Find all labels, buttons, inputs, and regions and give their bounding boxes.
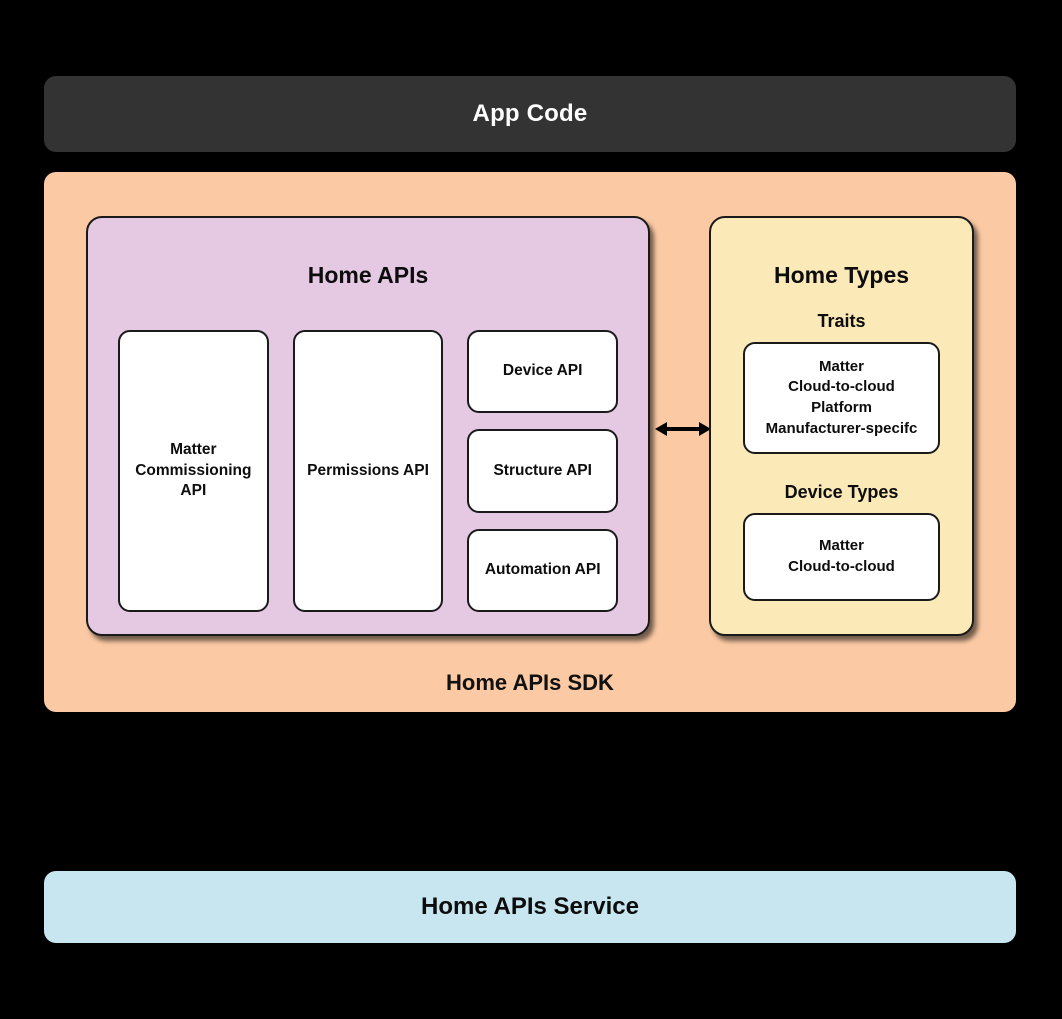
device-structure-automation-column: Device API Structure API Automation API <box>467 330 619 612</box>
card-automation-api[interactable]: Automation API <box>467 528 619 612</box>
card-device-api[interactable]: Device API <box>467 330 619 414</box>
home-apis-panel: Home APIs Matter Commissioning API Permi… <box>86 216 650 636</box>
device-types-heading: Device Types <box>784 482 899 502</box>
card-structure-api[interactable]: Structure API <box>467 429 619 513</box>
home-apis-card-row: Matter Commissioning API Permissions API… <box>118 330 619 612</box>
card-matter-commissioning-api[interactable]: Matter Commissioning API <box>118 330 269 612</box>
bidirectional-arrow-icon <box>655 422 711 436</box>
matter-commissioning-column: Matter Commissioning API <box>118 330 269 612</box>
app-code-label: App Code <box>472 100 588 127</box>
permissions-column: Permissions API <box>292 330 444 612</box>
home-apis-title: Home APIs <box>307 262 429 288</box>
app-code-layer: App Code <box>44 76 1016 152</box>
home-apis-sdk-panel: Home APIs Matter Commissioning API Permi… <box>44 172 1016 712</box>
traits-heading: Traits <box>817 311 866 331</box>
home-apis-service-layer: Home APIs Service <box>44 871 1016 943</box>
home-types-panel: Home Types Traits Matter Cloud-to-cloud … <box>709 216 974 636</box>
card-traits-list[interactable]: Matter Cloud-to-cloud Platform Manufactu… <box>743 342 940 454</box>
home-apis-sdk-label: Home APIs SDK <box>446 670 614 695</box>
card-device-types-list[interactable]: Matter Cloud-to-cloud <box>743 513 940 601</box>
home-types-title: Home Types <box>773 262 910 288</box>
card-permissions-api[interactable]: Permissions API <box>292 330 444 612</box>
home-apis-service-label: Home APIs Service <box>421 893 639 920</box>
